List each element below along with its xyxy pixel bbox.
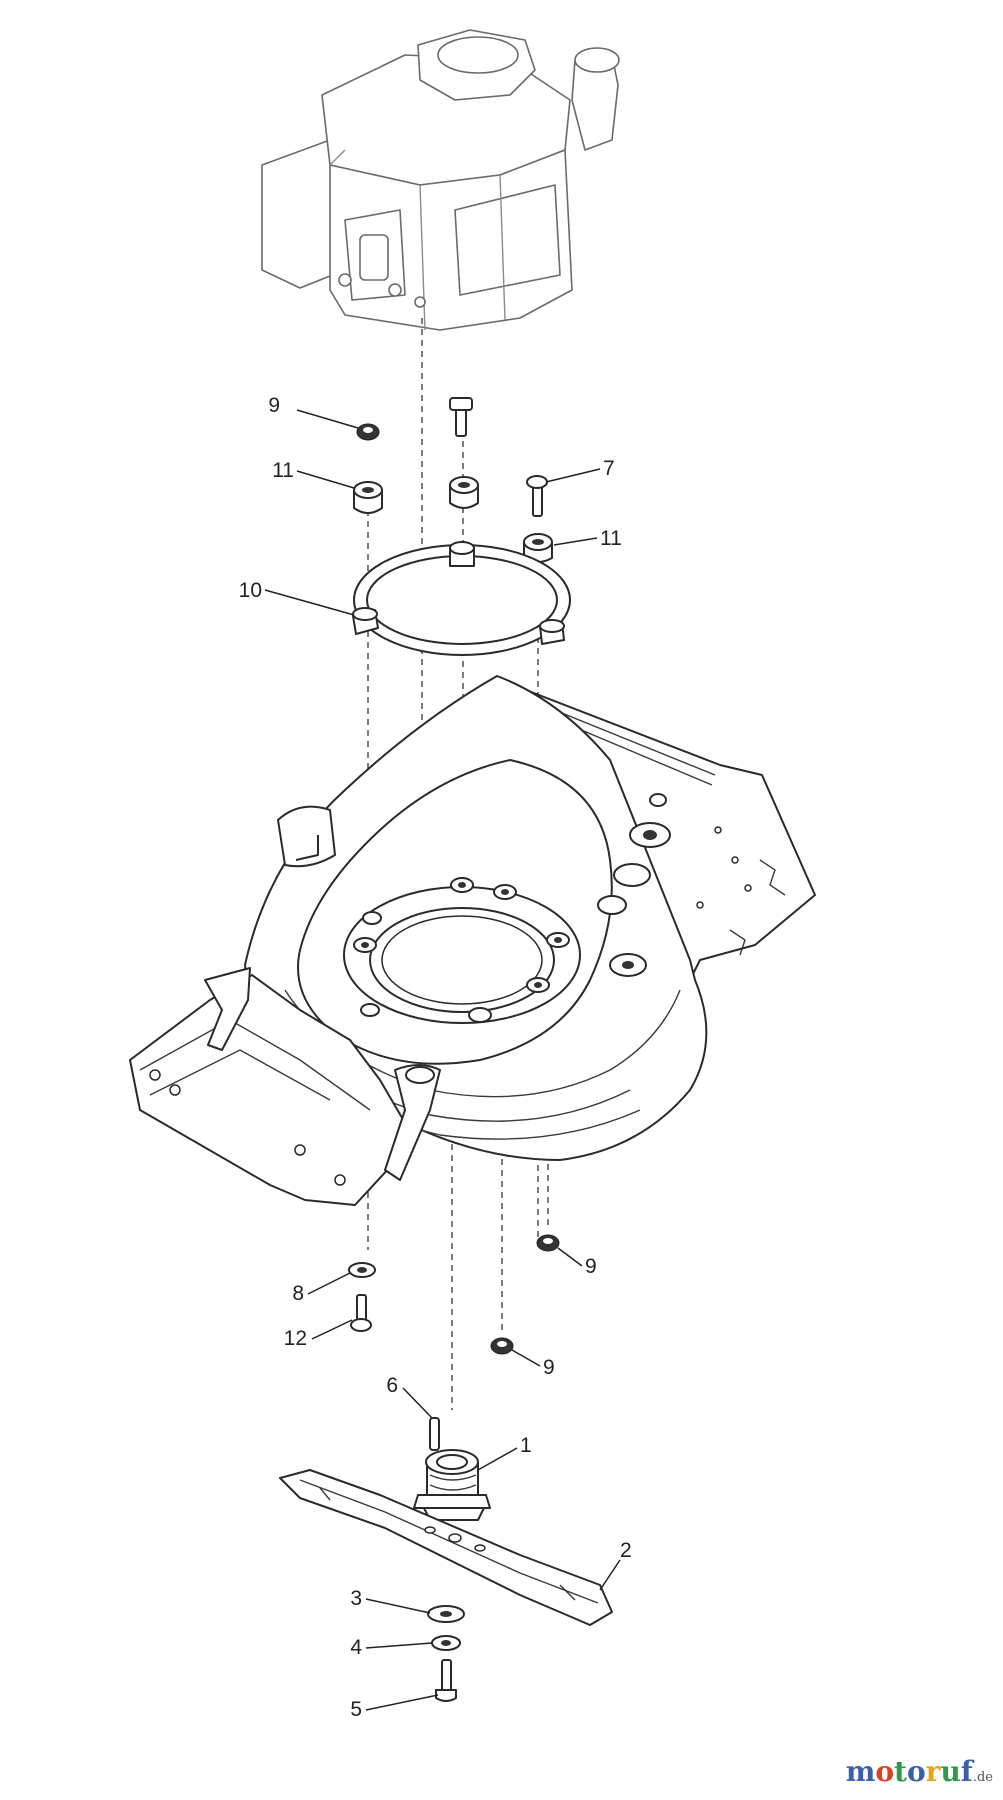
mount-ring-10 [352, 541, 571, 656]
callout-9-right: 9 [585, 1255, 597, 1278]
washer-8 [348, 1262, 376, 1278]
upper-bolt [449, 397, 473, 437]
nut-9-top [356, 423, 380, 441]
watermark-letter: o [875, 1755, 895, 1788]
bolt-5 [435, 1659, 457, 1702]
callout-8: 8 [292, 1282, 304, 1305]
pin-6 [429, 1417, 440, 1451]
watermark-letter: o [906, 1755, 926, 1788]
callout-11-right: 11 [600, 527, 622, 550]
callout-3: 3 [350, 1587, 362, 1610]
leader-lines [264, 409, 621, 1711]
nut-9-lower [490, 1337, 514, 1355]
washer-4 [431, 1635, 461, 1651]
callout-7: 7 [603, 457, 615, 480]
watermark-letter: m [845, 1755, 876, 1788]
callout-10: 10 [239, 579, 262, 602]
engine-illustration [261, 29, 620, 331]
nut-9-right [536, 1234, 560, 1252]
callout-12: 12 [284, 1327, 307, 1350]
callout-9-top: 9 [268, 394, 280, 417]
bolt-7 [526, 475, 548, 517]
callout-11-left: 11 [272, 459, 294, 482]
callout-1: 1 [520, 1434, 532, 1457]
watermark-letter: u [940, 1755, 961, 1788]
washer-3 [427, 1605, 465, 1623]
watermark-suffix: .de [972, 1770, 993, 1785]
callout-4: 4 [350, 1636, 362, 1659]
motoruf-watermark-logo: motoruf.de [846, 1755, 993, 1788]
bolt-12 [350, 1294, 372, 1332]
callout-2: 2 [620, 1539, 632, 1562]
callout-6: 6 [386, 1374, 398, 1397]
watermark-letter: t [894, 1755, 907, 1788]
watermark-letter: f [960, 1755, 973, 1788]
spacer-11-left [353, 481, 383, 514]
callouts: 9 11 7 11 10 9 8 12 9 6 1 2 3 4 5 [239, 394, 632, 1721]
blade-2 [279, 1469, 613, 1626]
blade-adapter-1 [413, 1449, 491, 1521]
spacer-middle [449, 476, 479, 509]
callout-5: 5 [350, 1698, 362, 1721]
mower-deck [129, 675, 816, 1206]
callout-9-lower: 9 [543, 1356, 555, 1379]
watermark-letter: r [925, 1755, 941, 1788]
